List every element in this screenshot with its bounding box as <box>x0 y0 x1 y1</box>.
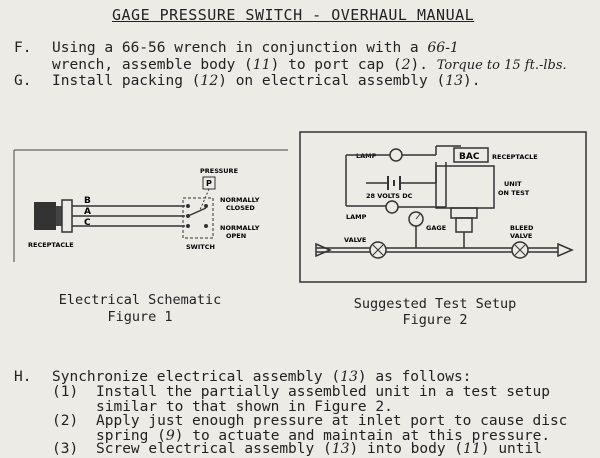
figure-2-caption-title: Suggested Test Setup <box>353 296 517 312</box>
figure-1-electrical-schematic: RECEPTACLE B A C PRESSURE P NORMALLY CLO… <box>13 149 288 262</box>
step-g-letter: G. <box>14 73 32 89</box>
substep-2-number: (2) <box>52 413 79 429</box>
gage-needle <box>415 213 421 220</box>
receptacle-label-fig2: RECEPTACLE <box>492 153 538 161</box>
lamp-bottom-icon <box>385 200 399 214</box>
normally-open-2: OPEN <box>226 232 246 240</box>
test-setup-frame <box>299 131 587 283</box>
step-f-line2-b: ) to port cap ( <box>270 57 402 73</box>
page-title: GAGE PRESSURE SWITCH - OVERHAUL MANUAL <box>112 6 475 24</box>
substep-3-line1-a: Screw electrical assembly ( <box>96 441 332 457</box>
unit-label-2: ON TEST <box>498 189 530 197</box>
substep-1-line1: Install the partially assembled unit in … <box>96 384 550 400</box>
step-h-letter: H. <box>14 369 32 385</box>
pressure-p: P <box>206 179 212 188</box>
gage-label: GAGE <box>426 224 446 232</box>
receptacle-pins <box>61 199 73 233</box>
valve-label: VALVE <box>344 236 366 244</box>
substep-1-line2: similar to that shown in Figure 2. <box>96 399 393 415</box>
step-f-line1: Using a 66-56 wrench in conjunction with… <box>52 40 459 57</box>
figure-2-caption-number: Figure 2 <box>402 312 468 328</box>
normally-open-1: NORMALLY <box>220 224 260 232</box>
receptacle-flange <box>56 206 62 226</box>
normally-closed-1: NORMALLY <box>220 196 260 204</box>
switch-arm <box>187 207 207 217</box>
step-g-hand-ref-2: 13 <box>445 73 464 89</box>
step-g-line-c: ). <box>463 73 481 89</box>
volts-label: 28 VOLTS DC <box>366 192 413 200</box>
bac-label: BAC <box>459 152 480 162</box>
bleed-valve-x2 <box>514 244 526 256</box>
receptacle-label: RECEPTACLE <box>28 241 74 249</box>
substep-2-hand-ref: 9 <box>165 428 175 444</box>
inlet-arrow-icon <box>315 242 332 258</box>
unit-label-1: UNIT <box>504 180 522 188</box>
wire-label-a: A <box>84 207 91 217</box>
pressure-label: PRESSURE <box>200 167 238 175</box>
substep-2-line1: Apply just enough pressure at inlet port… <box>96 413 568 429</box>
normally-closed-2: CLOSED <box>226 204 255 212</box>
switch-terminal-no <box>204 224 208 228</box>
substep-3-hand-ref-1: 13 <box>331 441 350 457</box>
step-f-line2: wrench, assemble body (11) to port cap (… <box>52 57 567 74</box>
bac-receptacle <box>453 147 489 163</box>
wire-label-c: C <box>84 218 91 228</box>
step-f-letter: F. <box>14 40 32 56</box>
step-f-handwritten-tool: 66-1 <box>427 40 459 56</box>
switch-terminal-nc <box>204 204 208 208</box>
step-f-hand-ref-2: 2 <box>401 57 411 73</box>
lamp-top-label: LAMP <box>356 152 377 160</box>
step-h-hand-ref: 13 <box>340 369 358 385</box>
switch-contact-c <box>186 224 190 228</box>
figure-1-caption-number: Figure 1 <box>107 309 173 325</box>
step-g-line: Install packing (12) on electrical assem… <box>52 73 481 90</box>
substep-3-line1-c: ) until <box>480 441 542 457</box>
step-f-hand-ref-1: 11 <box>252 57 271 73</box>
substep-2-line2-b: ) to actuate and maintain at this pressu… <box>174 428 551 444</box>
substep-3-line1-b: ) into body ( <box>349 441 464 457</box>
lamp-top-icon <box>389 148 403 162</box>
step-g-hand-ref-1: 12 <box>200 73 219 89</box>
valve-x2 <box>372 244 384 256</box>
wire-label-b: B <box>84 196 91 206</box>
figure-1-caption-title: Electrical Schematic <box>58 292 222 308</box>
step-g-line-a: Install packing ( <box>52 73 201 89</box>
substep-1-number: (1) <box>52 384 79 400</box>
step-h-intro: Synchronize electrical assembly (13) as … <box>52 369 471 386</box>
substep-2-line2: spring (9) to actuate and maintain at th… <box>96 428 550 445</box>
switch-label: SWITCH <box>186 243 215 251</box>
step-f-line2-c: ). <box>410 57 428 73</box>
lamp-bottom-label: LAMP <box>346 213 367 221</box>
unit-port <box>450 207 478 219</box>
switch-box <box>182 197 214 239</box>
step-f-handwritten-torque: Torque to 15 ft.-lbs. <box>436 58 567 73</box>
switch-contact-b <box>186 204 190 208</box>
unit-on-test-body <box>435 165 495 209</box>
bleed-label-2: VALVE <box>510 232 532 240</box>
bleed-label-1: BLEED <box>510 224 534 232</box>
step-g-line-b: ) on electrical assembly ( <box>218 73 446 89</box>
substep-3-hand-ref-2: 11 <box>463 441 481 457</box>
substep-2-line2-a: spring ( <box>96 428 166 444</box>
outlet-arrow-icon <box>557 242 574 258</box>
step-h-intro-b: ) as follows: <box>357 369 472 385</box>
step-f-line1-text: Using a 66-56 wrench in conjunction with… <box>52 40 419 56</box>
step-h-intro-a: Synchronize electrical assembly ( <box>52 369 341 385</box>
receptacle-body <box>34 202 56 230</box>
unit-stem <box>455 217 473 233</box>
step-f-line2-a: wrench, assemble body ( <box>52 57 253 73</box>
figure-2-test-setup: LAMP BAC RECEPTACLE 28 VOLTS DC LAMP UNI… <box>299 131 587 283</box>
